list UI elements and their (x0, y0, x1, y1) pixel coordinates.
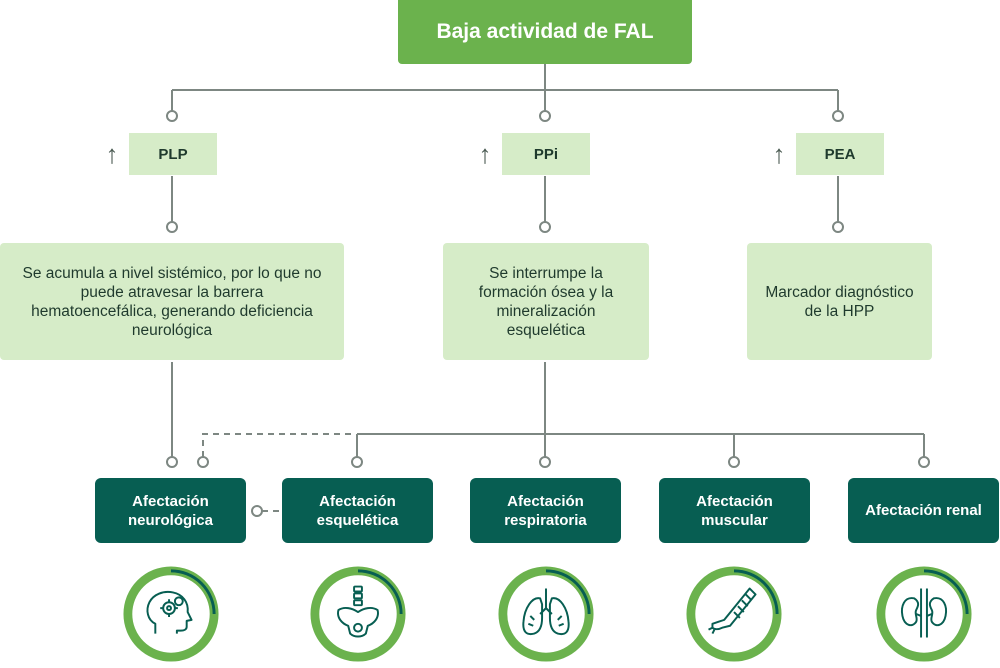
description-text: Se acumula a nivel sistémico, por lo que… (22, 264, 322, 339)
kidneys-icon (875, 565, 973, 663)
affectation-label: Afectación neurológica (127, 492, 213, 529)
affectation-box-esqueletica: Afectación esquelética (282, 478, 433, 543)
head-gears-icon (122, 565, 220, 663)
lungs-icon (497, 565, 595, 663)
description-box-pea: Marcador diagnóstico de la HPP (747, 243, 932, 360)
enzyme-label: PEA (824, 145, 856, 163)
arm-muscle-icon (685, 565, 783, 663)
root-label: Baja actividad de FAL (436, 20, 654, 43)
affectation-box-renal: Afectación renal (848, 478, 999, 543)
description-text: Se interrumpe la formación ósea y la min… (478, 264, 614, 339)
affectation-label: Afectación muscular (696, 492, 773, 529)
affectation-label: Afectación renal (865, 502, 982, 519)
enzyme-label: PPi (533, 145, 559, 163)
affectation-label: Afectación esquelética (316, 492, 399, 529)
affectation-box-neurologica: Afectación neurológica (95, 478, 246, 543)
arrow-up-icon: ↑ (478, 139, 492, 169)
arrow-up-icon: ↑ (105, 139, 119, 169)
description-box-plp: Se acumula a nivel sistémico, por lo que… (0, 243, 344, 360)
affectation-label: Afectación respiratoria (504, 492, 587, 529)
description-text: Marcador diagnóstico de la HPP (765, 283, 914, 320)
affectation-box-respiratoria: Afectación respiratoria (470, 478, 621, 543)
enzyme-box-pea: PEA (796, 133, 884, 175)
pelvis-spine-icon (309, 565, 407, 663)
enzyme-box-plp: PLP (129, 133, 217, 175)
affectation-box-muscular: Afectación muscular (659, 478, 810, 543)
enzyme-label: PLP (158, 145, 188, 163)
description-box-ppi: Se interrumpe la formación ósea y la min… (443, 243, 649, 360)
arrow-up-icon: ↑ (772, 139, 786, 169)
root-box: Baja actividad de FAL (398, 0, 692, 64)
enzyme-box-ppi: PPi (502, 133, 590, 175)
